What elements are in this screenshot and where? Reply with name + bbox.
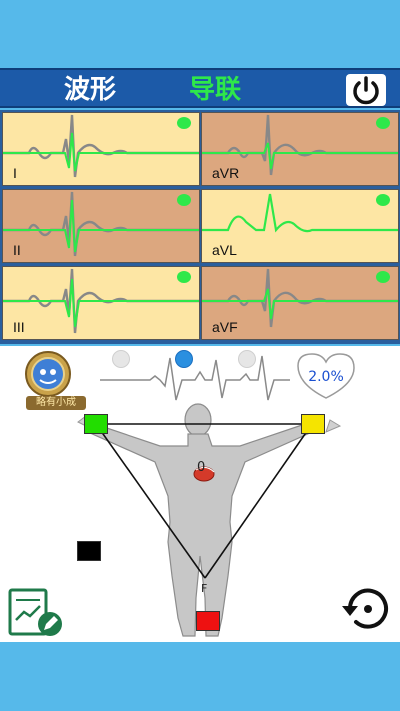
lead-panel-ii[interactable]: II <box>2 189 200 263</box>
lead-label: aVR <box>212 165 240 181</box>
lead-label: I <box>13 165 17 181</box>
waveform <box>202 268 398 328</box>
status-dot <box>177 117 191 129</box>
lead-panel-i[interactable]: I <box>2 112 200 186</box>
badge-label: 略有小成 <box>26 396 86 410</box>
lead-label: III <box>13 319 25 335</box>
waveform <box>3 114 199 178</box>
waveform <box>3 268 199 334</box>
lead-panel-avf[interactable]: aVF <box>201 266 399 340</box>
power-button[interactable] <box>346 74 386 106</box>
electrode-left-leg[interactable] <box>196 611 220 631</box>
waveform <box>202 193 398 233</box>
bottom-band <box>0 642 400 711</box>
tab-leads[interactable]: 导联 <box>188 75 241 105</box>
center-label: 0 <box>197 460 206 475</box>
reset-button[interactable] <box>336 584 392 634</box>
pager-dot-3[interactable] <box>238 350 256 368</box>
percent-heart: 2.0% <box>298 364 354 390</box>
lead-panel-avl[interactable]: aVL <box>201 189 399 263</box>
lead-label: II <box>13 242 21 258</box>
foot-label: F <box>201 582 208 595</box>
status-dot <box>376 117 390 129</box>
power-icon <box>353 76 379 105</box>
status-dot <box>376 271 390 283</box>
electrode-right-leg[interactable] <box>77 541 101 561</box>
header-bar: 波形 导联 <box>0 68 400 108</box>
status-dot <box>177 194 191 206</box>
body-diagram <box>77 353 355 637</box>
lead-panel-iii[interactable]: III <box>2 266 200 340</box>
pager-dot-1[interactable] <box>112 350 130 368</box>
report-button[interactable] <box>6 586 66 638</box>
report-edit-icon <box>8 588 62 636</box>
top-band <box>0 0 400 68</box>
status-dot <box>376 194 390 206</box>
waveform <box>3 191 199 257</box>
pager-dot-2[interactable] <box>175 350 193 368</box>
reset-icon <box>342 588 388 629</box>
lead-grid: I aVR II aVL III <box>0 110 400 344</box>
lead-panel-avr[interactable]: aVR <box>201 112 399 186</box>
percent-value: 2.0% <box>308 369 344 385</box>
tab-waveform[interactable]: 波形 <box>63 75 116 105</box>
status-dot <box>177 271 191 283</box>
lead-diagram-panel: 略有小成 2.0% 0 F <box>0 346 400 642</box>
electrode-right-arm[interactable] <box>84 414 108 434</box>
waveform <box>202 114 398 176</box>
electrode-left-arm[interactable] <box>301 414 325 434</box>
lead-label: aVL <box>212 242 237 258</box>
lead-label: aVF <box>212 319 238 335</box>
human-figure <box>87 403 313 637</box>
medal-icon <box>25 351 71 397</box>
rank-badge: 略有小成 <box>10 348 86 410</box>
